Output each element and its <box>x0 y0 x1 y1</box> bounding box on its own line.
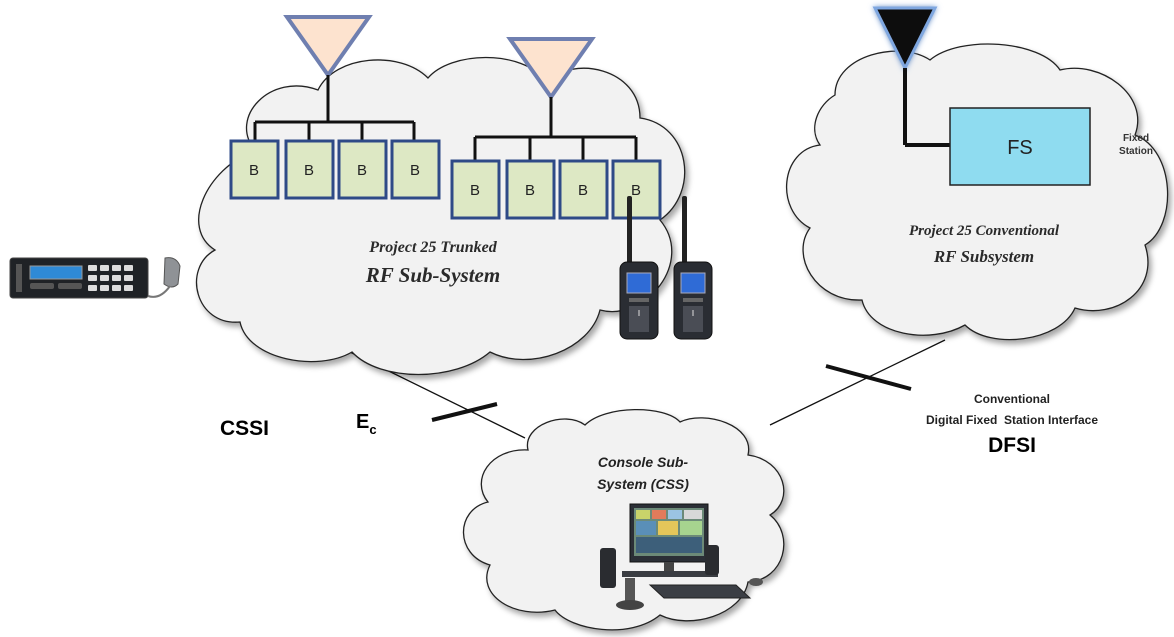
conventional-css-link <box>769 339 946 426</box>
base-station-label: B <box>304 162 314 179</box>
base-station-label: B <box>470 182 480 199</box>
base-station-label: B <box>525 182 535 199</box>
base-station: B <box>229 139 280 200</box>
antenna-icon <box>506 37 596 101</box>
console-title-line1: Console Sub- <box>598 454 689 470</box>
base-station: B <box>337 139 388 200</box>
base-station: B <box>390 139 441 200</box>
fixed-station-label: FS <box>1007 137 1033 159</box>
fixed-station-caption-line2: Station <box>1119 146 1153 157</box>
base-station-label: B <box>410 162 420 179</box>
base-station: B <box>284 139 335 200</box>
antenna-icon <box>283 15 373 79</box>
dfsi-caption-line1: Conventional <box>974 392 1050 406</box>
portable-radio-icon <box>619 196 659 340</box>
conventional-cloud <box>786 43 1169 341</box>
trunked-cloud <box>196 56 686 376</box>
ec-subscript: c <box>369 422 376 437</box>
mobile-radio-icon <box>9 257 181 299</box>
base-station: B <box>611 159 662 220</box>
ec-main: E <box>356 411 369 433</box>
base-station-label: B <box>357 162 367 179</box>
fs-feed-line <box>903 68 950 147</box>
base-station-bus-2 <box>473 97 638 161</box>
dfsi-label: DFSI <box>988 434 1036 457</box>
trunked-title-line2: RF Sub-System <box>365 263 500 287</box>
console-title-line2: System (CSS) <box>597 476 689 492</box>
fixed-station-caption-line1: Fixed <box>1123 133 1149 144</box>
base-station: B <box>558 159 609 220</box>
portable-radio-icon <box>673 196 713 340</box>
base-station-label: B <box>578 182 588 199</box>
base-station-label: B <box>249 162 259 179</box>
conventional-title-line1: Project 25 Conventional <box>909 223 1060 239</box>
console-workstation-icon <box>600 503 763 610</box>
dfsi-interface-marker <box>825 364 912 391</box>
ec-label: Ec <box>356 411 377 437</box>
ec-interface-marker <box>431 402 498 422</box>
dfsi-caption-line2: Digital Fixed Station Interface <box>926 413 1098 427</box>
trunked-title-line1: Project 25 Trunked <box>368 239 497 256</box>
base-station-label: B <box>631 182 641 199</box>
base-station: B <box>450 159 501 220</box>
base-station-bus-1 <box>253 75 416 141</box>
base-station: B <box>505 159 556 220</box>
conventional-title-line2: RF Subsystem <box>933 247 1034 266</box>
fixed-station-box <box>949 107 1091 186</box>
cssi-label: CSSI <box>220 417 269 440</box>
conventional-antenna-icon <box>872 6 938 72</box>
